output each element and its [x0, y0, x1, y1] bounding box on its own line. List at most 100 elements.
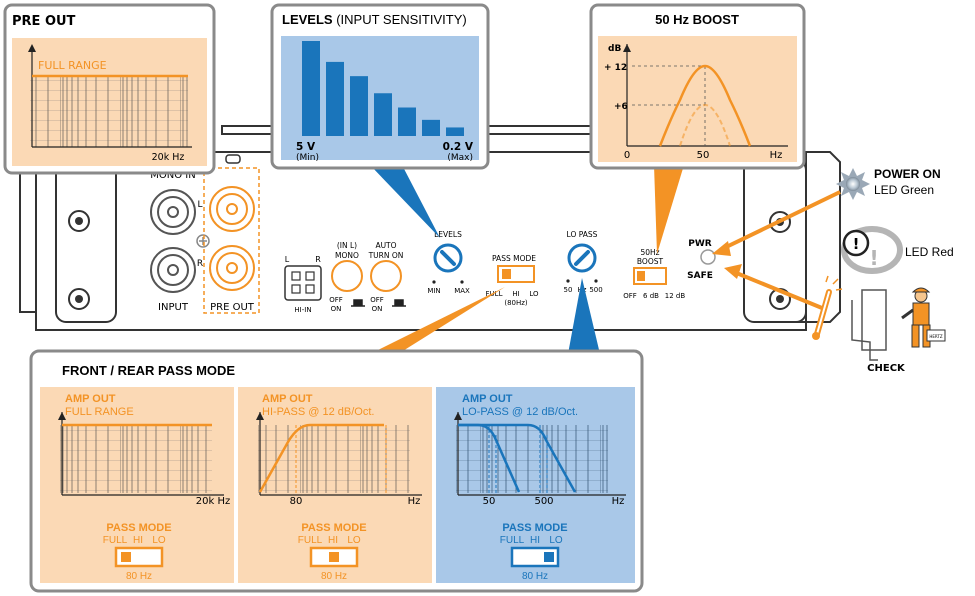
pass-panel-lo-switch[interactable]: [510, 546, 560, 568]
boost-12db-label: 12 dB: [665, 292, 686, 300]
levels-left-value: 5 V: [296, 141, 316, 153]
power-arrow-head-icon: [712, 241, 731, 256]
boost-body-label-2: BOOST: [637, 257, 664, 266]
pre-out-connector-label: PRE OUT: [210, 302, 255, 313]
pass-panel-full-hz: 80 Hz: [126, 571, 152, 582]
svg-text:!: !: [853, 235, 860, 253]
pass-mode-section-title: FRONT / REAR PASS MODE: [62, 363, 235, 378]
dot-icon: [432, 280, 436, 284]
pass-panel-hi-lo: LO: [347, 535, 361, 546]
pass-panel-hi-x-mark: 80: [290, 496, 303, 507]
dot-icon: [460, 280, 464, 284]
levels-bar: [446, 127, 464, 136]
pass-mode-callout-pointer: [370, 287, 505, 354]
hi-in-l-label: L: [285, 255, 290, 264]
power-arrow-shaft: [719, 190, 841, 252]
lo-pass-label: LO PASS: [567, 230, 598, 239]
mono-off-label: OFF: [329, 296, 343, 304]
technician-icon: [901, 287, 946, 348]
pass-panel-full-line2: FULL RANGE: [65, 406, 134, 418]
rca-pre-out-right[interactable]: [209, 245, 255, 291]
hi-in-r-label: R: [315, 255, 321, 264]
tool-box-badge: HERTZ: [929, 334, 942, 339]
pass-panel-hi: [238, 387, 432, 583]
pass-panel-hi-x-unit: Hz: [408, 496, 421, 507]
levels-left-sub: (Min): [296, 153, 319, 163]
pre-out-highlight: [203, 167, 260, 314]
levels-bar: [398, 107, 416, 136]
levels-right-value: 0.2 V: [443, 141, 474, 153]
rca-input-left[interactable]: [150, 189, 196, 235]
auto-on-label: ON: [372, 305, 383, 313]
pass-panel-full-x-label: 20k Hz: [196, 496, 230, 507]
boost-title: 50 Hz BOOST: [655, 12, 739, 27]
thermometer-icon: [812, 275, 843, 340]
pass-panel-lo-switch-title: PASS MODE: [502, 522, 567, 534]
levels-title: LEVELS (INPUT SENSITIVITY): [282, 12, 467, 27]
pass-panel-lo-x-mark-50: 50: [483, 496, 496, 507]
boost-switch[interactable]: [633, 267, 667, 285]
led-red-label: LED Red: [905, 245, 954, 259]
rca-input-right[interactable]: [150, 247, 196, 293]
pass-panel-hi-line1: AMP OUT: [262, 393, 313, 405]
pwr-label: PWR: [688, 239, 712, 249]
pre-out-l-label: L: [197, 200, 202, 210]
pre-out-x-label: 20k Hz: [152, 152, 185, 163]
power-on-label: POWER ON: [874, 167, 941, 181]
rca-pre-out-left[interactable]: [209, 186, 255, 232]
pass-panel-hi-switch[interactable]: [309, 546, 359, 568]
pre-out-title: PRE OUT: [12, 14, 76, 29]
levels-right-sub: (Max): [447, 153, 473, 163]
boost-body-label-1: 50Hz: [640, 248, 659, 257]
pass-panel-lo-line2: LO-PASS @ 12 dB/Oct.: [462, 406, 578, 418]
pass-mode-body-label: PASS MODE: [492, 254, 536, 263]
levels-bars: [302, 41, 464, 136]
pass-panel-full-hi: HI: [133, 535, 143, 546]
amplifier-side-icon: [851, 289, 887, 361]
boost-x-unit: Hz: [770, 150, 783, 161]
boost-y-tick-12: + 12: [604, 63, 627, 73]
pass-panel-hi-hz: 80 Hz: [321, 571, 347, 582]
auto-off-label: OFF: [370, 296, 384, 304]
plus-icon-cross: [199, 237, 207, 245]
pass-panel-full-switch[interactable]: [114, 546, 164, 568]
input-label: INPUT: [158, 302, 189, 313]
pass-panel-lo-line1: AMP OUT: [462, 393, 513, 405]
levels-bar: [422, 119, 440, 136]
mono-knob[interactable]: [331, 260, 363, 292]
lo-pass-50-label: 50: [564, 286, 573, 294]
pass-panel-lo-lo: LO: [549, 535, 563, 546]
switch-position-icon: [351, 299, 365, 307]
screw-center-icon: [75, 295, 83, 303]
lo-pass-knob[interactable]: [567, 243, 597, 273]
levels-knob-label: LEVELS: [434, 230, 462, 239]
lo-pass-callout-pointer: [568, 278, 600, 354]
lo-pass-500-label: 500: [589, 286, 602, 294]
pass-panel-full-switch-title: PASS MODE: [106, 522, 171, 534]
boost-y-tick-6: +6: [614, 102, 628, 112]
safe-arrow-shaft: [733, 270, 823, 310]
pre-out-graph-label: FULL RANGE: [38, 59, 107, 72]
pass-hi-label: HI: [512, 290, 519, 298]
hi-in-connector[interactable]: [284, 265, 322, 301]
pass-panel-lo-hi: HI: [530, 535, 540, 546]
auto-turn-on-knob[interactable]: [370, 260, 402, 292]
pass-panel-full-lo: LO: [152, 535, 166, 546]
power-led-icon: [836, 168, 870, 200]
boost-off-label: OFF: [623, 292, 637, 300]
boost-panel: [589, 3, 806, 170]
pass-mode-switch[interactable]: [497, 265, 535, 283]
hi-in-label: HI-IN: [294, 306, 311, 314]
screw-center-icon: [75, 217, 83, 225]
levels-max-label: MAX: [454, 287, 470, 295]
pass-lo-label: LO: [529, 290, 539, 298]
pre-out-r-label: R: [197, 259, 203, 269]
status-led-icon: [700, 249, 716, 265]
auto-label-1: AUTO: [375, 241, 396, 250]
auto-label-2: TURN ON: [368, 251, 404, 260]
levels-knob[interactable]: [433, 243, 463, 273]
safe-label: SAFE: [687, 271, 713, 281]
pass-panel-full-full: FULL: [103, 535, 128, 546]
levels-title-rest: (INPUT SENSITIVITY): [336, 12, 467, 27]
